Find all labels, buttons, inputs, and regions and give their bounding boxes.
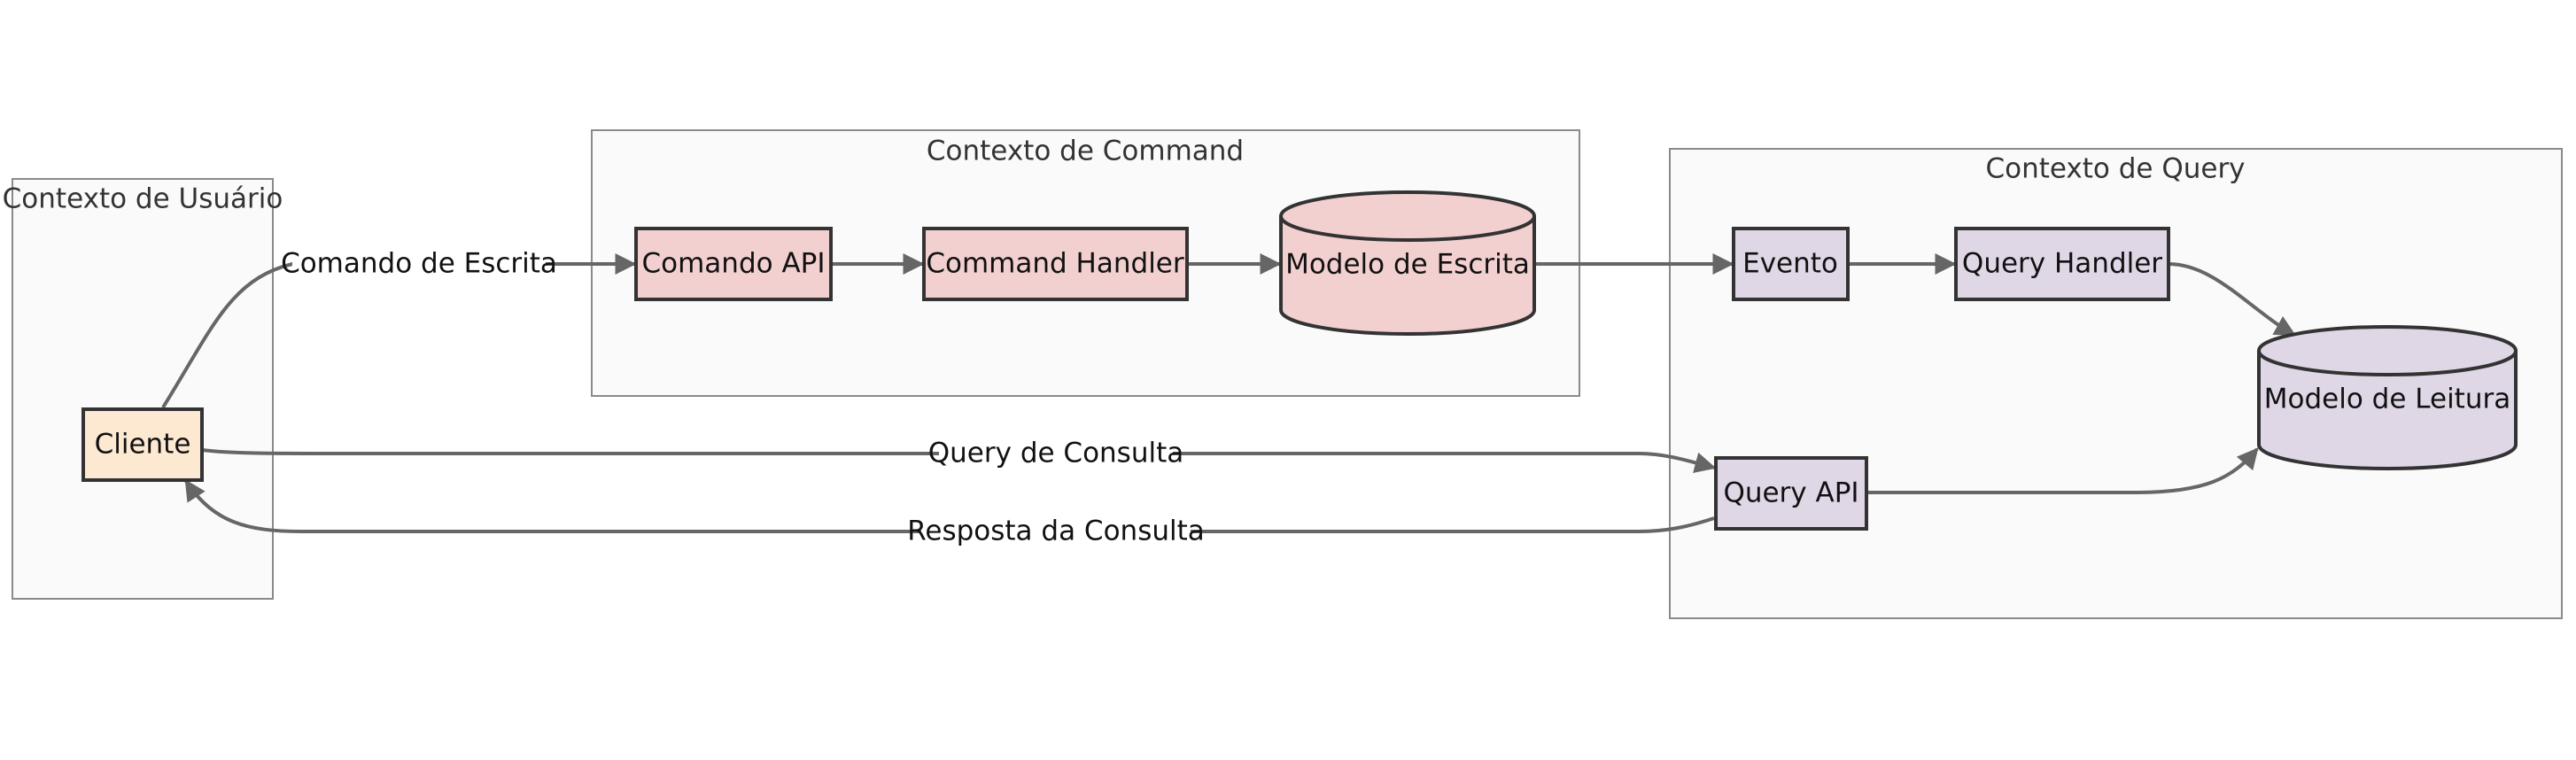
node-cliente-box[interactable] — [81, 407, 204, 482]
node-cliente-label: Cliente — [95, 429, 191, 461]
cluster-user-context-title: Contexto de Usuário — [3, 183, 283, 215]
node-query-api-label: Query API — [1723, 477, 1858, 509]
node-modelo-escrita[interactable]: Modelo de Escrita — [1279, 190, 1536, 336]
cluster-user-context-frame — [12, 178, 274, 600]
edge-label-resposta-consulta: Resposta da Consulta — [907, 514, 1205, 549]
edge-label-comando-escrita: Comando de Escrita — [281, 246, 557, 282]
cluster-command-context-title: Contexto de Command — [927, 136, 1244, 167]
node-evento-label: Evento — [1742, 248, 1838, 280]
edge-query-api-to-cliente — [184, 478, 1715, 533]
node-command-handler-label: Command Handler — [926, 248, 1184, 280]
edge-label-comando-escrita-text: Comando de Escrita — [281, 248, 557, 280]
node-modelo-leitura-cylinder-rim — [2257, 350, 2518, 376]
node-modelo-escrita-cylinder-rim — [1279, 215, 1536, 242]
node-comando-api[interactable]: Comando API — [634, 227, 833, 301]
cluster-user-context: Contexto de Usuário — [3, 178, 283, 600]
edge-cliente-to-query-api — [201, 448, 1717, 474]
node-evento[interactable]: Evento — [1732, 227, 1850, 301]
node-cliente[interactable]: Cliente — [81, 407, 204, 482]
node-query-handler-label: Query Handler — [1962, 248, 2162, 280]
node-query-handler[interactable]: Query Handler — [1954, 227, 2170, 301]
edge-label-query-consulta-bg — [939, 436, 1173, 471]
node-modelo-escrita-cylinder[interactable] — [1279, 190, 1536, 336]
edge-label-query-consulta-text: Query de Consulta — [928, 438, 1184, 469]
node-modelo-leitura-cylinder[interactable] — [2257, 325, 2518, 470]
edge-label-query-consulta: Query de Consulta — [928, 436, 1184, 471]
cluster-query-context-title: Contexto de Query — [1985, 153, 2245, 185]
edge-query-handler-to-modelo-leitura — [2168, 262, 2297, 337]
edge-query-api-to-modelo-leitura — [1866, 447, 2259, 494]
node-command-handler-box[interactable] — [922, 227, 1189, 301]
node-comando-api-box[interactable] — [634, 227, 833, 301]
node-modelo-leitura-label: Modelo de Leitura — [2264, 384, 2510, 415]
node-modelo-escrita-label: Modelo de Escrita — [1285, 249, 1530, 281]
edge-label-comando-escrita-bg — [292, 246, 546, 282]
edge-cliente-to-comando-api — [161, 253, 637, 409]
node-query-api[interactable]: Query API — [1714, 456, 1868, 531]
node-evento-box[interactable] — [1732, 227, 1850, 301]
edge-label-resposta-consulta-text: Resposta da Consulta — [907, 516, 1205, 547]
node-query-api-box[interactable] — [1714, 456, 1868, 531]
node-command-handler[interactable]: Command Handler — [922, 227, 1189, 301]
node-comando-api-label: Comando API — [642, 248, 826, 280]
edge-label-resposta-consulta-bg — [921, 514, 1191, 549]
node-query-handler-box[interactable] — [1954, 227, 2170, 301]
node-modelo-leitura[interactable]: Modelo de Leitura — [2257, 325, 2518, 470]
